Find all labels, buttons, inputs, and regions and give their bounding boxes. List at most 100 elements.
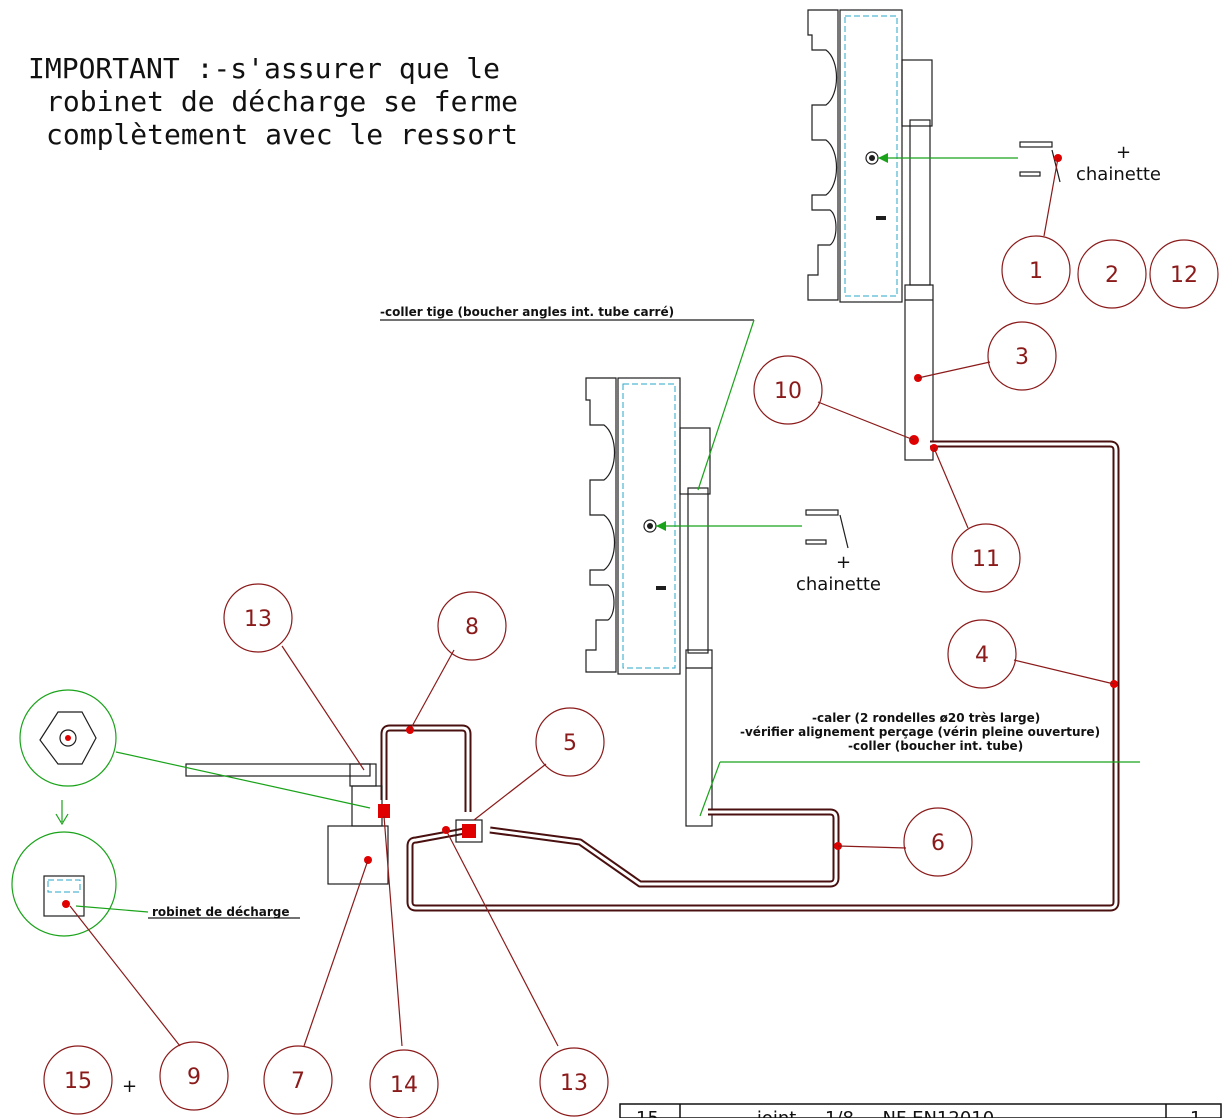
balloon-11-label: 11 <box>972 547 1000 572</box>
middle-pin-clip <box>805 539 827 545</box>
coller-int-note: -coller (boucher int. tube) <box>848 739 1023 753</box>
pump-outlet-fitting <box>378 804 390 818</box>
detail-view-bottom: robinet de décharge <box>11 831 300 937</box>
hose-8 <box>380 724 472 812</box>
detail-leader-top <box>115 751 371 809</box>
verifier-note: -vérifier alignement perçage (vérin plei… <box>740 725 1100 739</box>
table-row-desc: ... joint ... 1/8 ... NF EN12010 <box>734 1108 994 1118</box>
balloon-5-label: 5 <box>563 731 577 756</box>
valve-core <box>462 824 476 838</box>
balloon-4: 4 <box>947 619 1017 689</box>
hose-6 <box>489 808 840 888</box>
middle-cylinder-tube <box>685 649 713 827</box>
balloon-5: 5 <box>535 707 605 777</box>
detail-circle-bottom <box>11 831 117 937</box>
important-note: IMPORTANT :-s'assurer que le robinet de … <box>28 52 518 151</box>
caler-leader-d <box>699 761 721 817</box>
balloon-13b: 13 <box>539 1047 609 1117</box>
middle-rack-slot <box>656 586 666 590</box>
balloon-8: 8 <box>437 591 507 661</box>
coller-tige-leader <box>697 319 755 491</box>
note-line-3: complètement avec le ressort <box>46 118 518 151</box>
note-line-2: robinet de décharge se ferme <box>46 85 518 118</box>
chainette-mid: chainette <box>796 574 881 595</box>
knob-outline <box>39 711 97 765</box>
middle-rack-pin-center <box>647 523 653 529</box>
balloon-3: 3 <box>987 321 1057 391</box>
upper-cylinder-rod <box>909 119 931 286</box>
drain-valve-body <box>43 875 85 917</box>
balloon-12: 12 <box>1149 239 1219 309</box>
plus-mid: + <box>836 552 851 573</box>
upper-rack-plate <box>839 9 903 303</box>
balloon-10: 10 <box>753 355 823 425</box>
plus-bottom: + <box>122 1076 137 1097</box>
drain-valve-marker <box>62 900 70 908</box>
middle-chain-line <box>839 514 849 549</box>
middle-rack-hooks <box>585 377 617 673</box>
caler-note: -caler (2 rondelles ø20 très large) <box>812 711 1040 725</box>
leader-3 <box>917 361 991 379</box>
green-annotations: -coller tige (boucher angles int. tube c… <box>380 305 1140 817</box>
leader-1 <box>1043 157 1059 237</box>
upper-pin-body <box>1019 141 1053 148</box>
middle-rack-bracket <box>679 427 711 495</box>
balloon-1: 1 <box>1001 235 1071 305</box>
pump-reservoir <box>327 825 389 885</box>
balloon-9-label: 9 <box>187 1065 201 1090</box>
upper-rack-bracket <box>901 59 933 127</box>
balloon-11: 11 <box>951 523 1021 593</box>
balloon-13a: 13 <box>223 583 293 653</box>
balloon-1-label: 1 <box>1029 259 1043 284</box>
balloon-2: 2 <box>1077 239 1147 309</box>
hoses <box>380 440 1120 912</box>
upper-rack-hooks <box>807 9 839 301</box>
middle-pin-chain: + chainette <box>656 509 881 595</box>
valve-body <box>455 819 483 843</box>
plus-top: + <box>1116 142 1131 163</box>
balloon-15: 15 <box>43 1045 113 1115</box>
drain-valve-hidden <box>47 879 81 893</box>
middle-pin-body <box>805 509 839 516</box>
table-row-item: 15 <box>636 1108 659 1118</box>
leader-13a <box>281 645 365 771</box>
robinet-label: robinet de décharge <box>152 905 290 919</box>
leader-5 <box>473 763 547 821</box>
distribution-valve <box>455 819 483 843</box>
balloon-6-label: 6 <box>931 831 945 856</box>
upper-rack-assembly: + chainette <box>807 9 1161 461</box>
balloon-14: 14 <box>369 1049 439 1118</box>
leader-14 <box>383 815 403 1047</box>
middle-rack-assembly: + chainette <box>585 377 881 827</box>
upper-pin-arrowhead <box>878 153 888 163</box>
balloon-leaders <box>69 157 1115 1047</box>
hose-4-inner <box>408 442 1118 910</box>
balloon-7-label: 7 <box>291 1069 305 1094</box>
knob-center <box>59 729 77 747</box>
leader-13b <box>445 829 559 1047</box>
balloon-4-label: 4 <box>975 643 989 668</box>
upper-rack-slot <box>876 216 886 220</box>
upper-pin-chain: + chainette <box>878 141 1161 185</box>
balloon-12-label: 12 <box>1170 263 1198 288</box>
coller-tige-note: -coller tige (boucher angles int. tube c… <box>380 305 674 319</box>
pump-handle-pivot <box>349 763 377 787</box>
pump-handle <box>185 763 371 777</box>
leader-11 <box>933 447 969 529</box>
leader-4 <box>1013 659 1115 685</box>
hand-pump <box>185 763 390 885</box>
leader-9 <box>69 905 181 1047</box>
hose-4 <box>406 440 1120 912</box>
leader-8 <box>409 649 455 731</box>
parts-table: 15 ... joint ... 1/8 ... NF EN12010 1 <box>619 1103 1222 1118</box>
hose-8-inner <box>382 726 470 812</box>
reference-points <box>364 154 1118 864</box>
balloons: 1 2 12 3 10 11 4 13 8 5 6 15 + 9 7 14 13 <box>43 235 1219 1118</box>
balloon-14-label: 14 <box>390 1073 418 1098</box>
balloon-10-label: 10 <box>774 379 802 404</box>
leader-7 <box>303 859 369 1047</box>
balloon-9: 9 <box>159 1041 229 1111</box>
leader-10 <box>817 401 915 441</box>
balloon-6: 6 <box>903 807 973 877</box>
hose-6-inner <box>489 810 838 886</box>
